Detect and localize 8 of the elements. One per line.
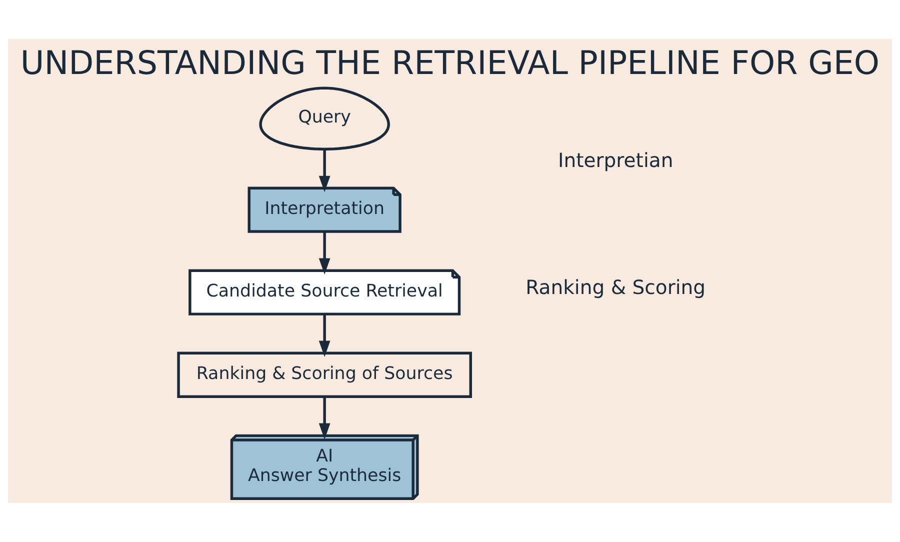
label: Ranking & Scoring [526, 276, 706, 299]
arrow [318, 314, 330, 358]
node-box: Ranking & Scoring of Sources [177, 352, 472, 398]
diagram-title: UNDERSTANDING THE RETRIEVAL PIPELINE FOR GEO [20, 44, 880, 82]
arrow [318, 232, 330, 275]
arrow [318, 396, 330, 440]
arrow [318, 150, 330, 192]
label: Interpretian [558, 148, 674, 172]
